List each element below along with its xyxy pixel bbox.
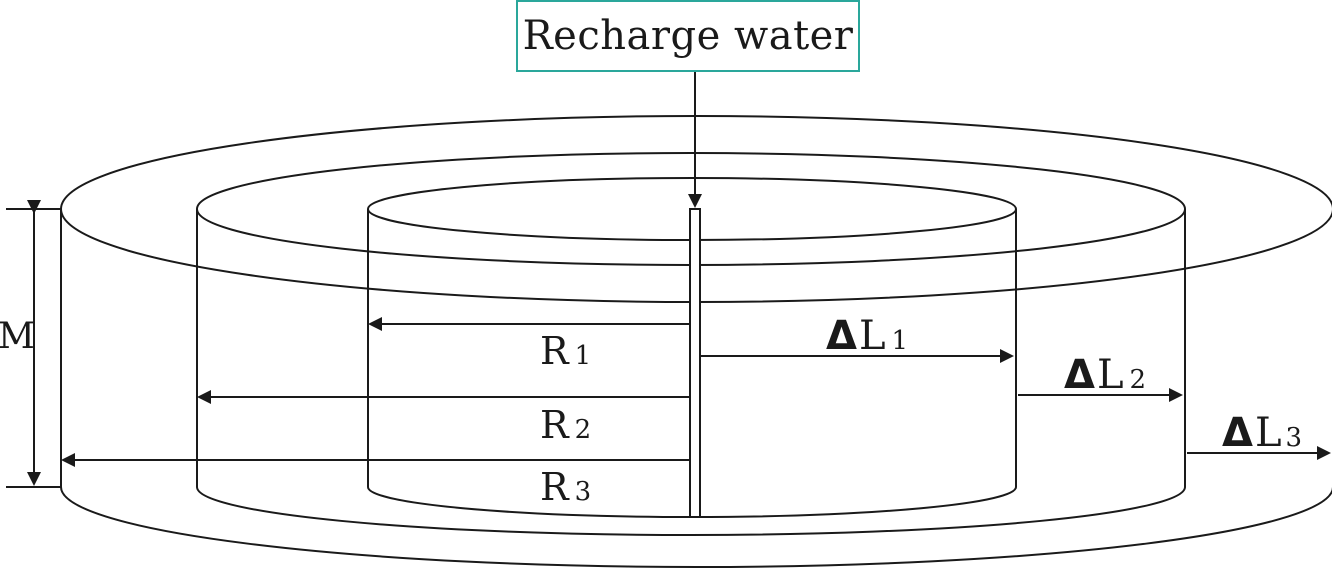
thickness-dimension [6, 200, 61, 488]
thickness-label: M [0, 316, 35, 357]
recharge-water-label: Recharge water [522, 13, 854, 59]
outer-cylinder-bottom [60, 486, 1332, 568]
recharge-well [689, 208, 701, 518]
middle-cylinder-bottom [196, 486, 1186, 536]
recharge-water-label-box: Recharge water [516, 0, 860, 72]
